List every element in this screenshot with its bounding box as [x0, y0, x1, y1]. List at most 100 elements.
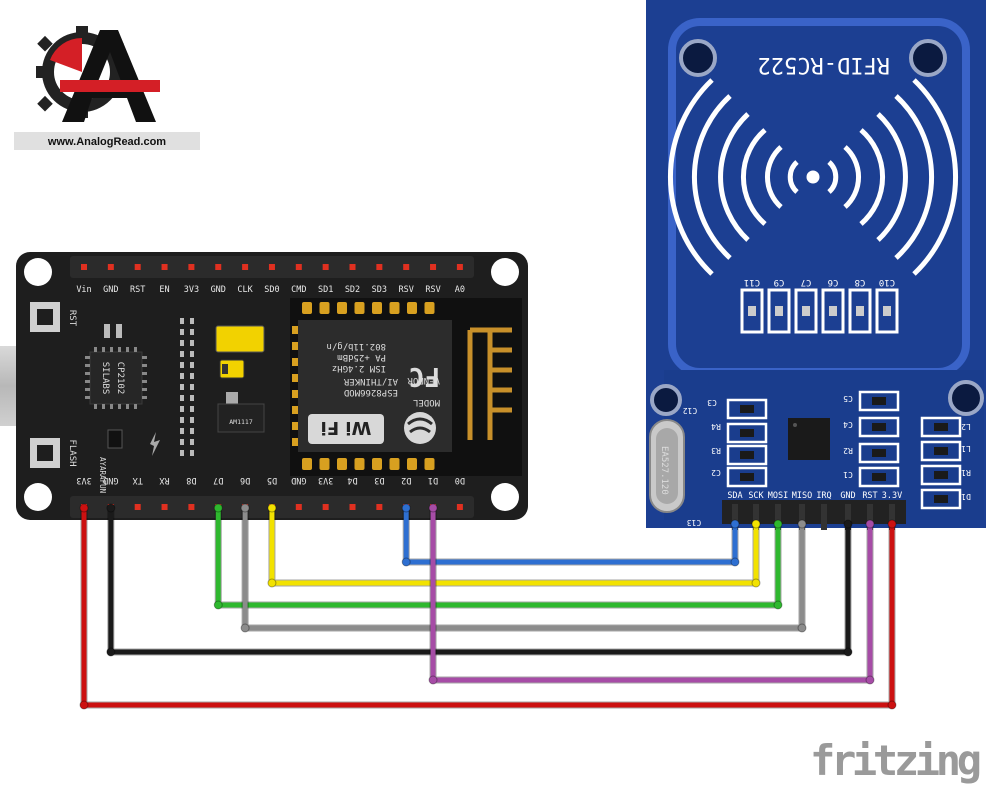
wire-bend-point[interactable] — [401, 557, 411, 567]
rfid-cap — [875, 288, 899, 334]
header-pin[interactable] — [242, 264, 249, 270]
rfid-part-label: R3 — [711, 446, 721, 455]
rfid-wave-icon — [668, 78, 958, 276]
header-pin[interactable] — [134, 504, 141, 510]
header-pin[interactable] — [188, 504, 195, 510]
wire-bend-point[interactable] — [773, 600, 783, 610]
wire-bend-point[interactable] — [797, 519, 807, 529]
wire-bend-point[interactable] — [79, 700, 89, 710]
wire-bend-point[interactable] — [887, 700, 897, 710]
smd-component — [726, 444, 768, 466]
bottom-pin-label: D5 — [267, 475, 277, 485]
wire-bend-point[interactable] — [865, 675, 875, 685]
wire-bend-point[interactable] — [887, 519, 897, 529]
wire-bend-point[interactable] — [843, 519, 853, 529]
wire-bend-point[interactable] — [751, 519, 761, 529]
header-pin[interactable] — [376, 504, 383, 510]
rfid-header-pin[interactable] — [732, 504, 738, 530]
rfid-header-pin[interactable] — [845, 504, 851, 530]
wire-bend-point[interactable] — [428, 503, 438, 513]
wire-bend-point[interactable] — [773, 519, 783, 529]
header-pin[interactable] — [376, 264, 383, 270]
rfid-cap — [848, 288, 872, 334]
rfid-part-label: D1 — [961, 492, 971, 501]
top-pin-label: Vin — [76, 285, 91, 295]
module-pad — [389, 302, 400, 314]
crystal-label: EA527.120 — [659, 446, 669, 495]
header-pin[interactable] — [215, 264, 222, 270]
wire-bend-point[interactable] — [428, 675, 438, 685]
rfid-part-label: C13 — [687, 518, 702, 527]
rfid-part-label: C4 — [843, 420, 853, 429]
rfid-pin-label: 3.3V — [882, 491, 902, 501]
wire-bend-point[interactable] — [240, 623, 250, 633]
flash-button[interactable] — [30, 438, 60, 468]
antenna-trace — [467, 327, 512, 440]
rfid-header-pin[interactable] — [867, 504, 873, 530]
wire-d2-to-sda — [403, 508, 738, 565]
rfid-header-pin[interactable] — [799, 504, 805, 530]
header-pin[interactable] — [456, 264, 463, 270]
top-pin-label: SD3 — [372, 285, 387, 295]
header-pin[interactable] — [349, 264, 356, 270]
fc-mark: FC — [409, 361, 440, 391]
wire-bend-point[interactable] — [401, 503, 411, 513]
wire-bend-point[interactable] — [240, 503, 250, 513]
header-pin[interactable] — [268, 264, 275, 270]
module-pad — [407, 302, 417, 314]
voltage-regulator: AM1117 — [217, 392, 265, 433]
header-pin[interactable] — [295, 264, 302, 270]
wire-bend-point[interactable] — [267, 503, 277, 513]
rst-button[interactable] — [30, 302, 60, 332]
rfid-header-pin[interactable] — [821, 504, 827, 530]
rfid-header-pin[interactable] — [753, 504, 759, 530]
header-pin[interactable] — [403, 264, 410, 270]
header-pin[interactable] — [349, 504, 356, 510]
header-pin[interactable] — [295, 504, 302, 510]
wire-d7-to-mosi — [215, 508, 781, 608]
header-pin[interactable] — [134, 264, 141, 270]
module-text-4: ISM 2.4GHz — [332, 363, 386, 373]
wifi-text: Wi Fi — [321, 417, 372, 438]
wire-bend-point[interactable] — [267, 578, 277, 588]
wire-bend-point[interactable] — [865, 519, 875, 529]
smd-component — [726, 398, 768, 420]
rfid-cap — [740, 288, 764, 334]
module-pad — [337, 302, 347, 314]
top-pin-label: A0 — [455, 285, 465, 295]
header-pin[interactable] — [161, 504, 168, 510]
rfid-header-pin[interactable] — [775, 504, 781, 530]
header-pin[interactable] — [322, 264, 329, 270]
brand-label: AYARAFUN — [98, 457, 107, 493]
header-pin[interactable] — [430, 264, 437, 270]
top-pin-label: GND — [211, 285, 226, 295]
module-pad — [372, 302, 382, 314]
wire-bend-point[interactable] — [730, 519, 740, 529]
wire-bend-point[interactable] — [106, 647, 116, 657]
header-pin[interactable] — [161, 264, 168, 270]
wire-bend-point[interactable] — [79, 503, 89, 513]
wire-bend-point[interactable] — [843, 647, 853, 657]
header-pin[interactable] — [322, 504, 329, 510]
rfid-part-label: R1 — [961, 468, 971, 477]
rfid-header-pin[interactable] — [889, 504, 895, 530]
mount-hole — [909, 39, 947, 77]
wire-bend-point[interactable] — [106, 503, 116, 513]
wire-bend-point[interactable] — [213, 600, 223, 610]
wires — [79, 503, 897, 710]
wire-bend-point[interactable] — [797, 623, 807, 633]
wire-bend-point[interactable] — [213, 503, 223, 513]
rfid-part-label: C3 — [707, 398, 717, 407]
header-pin[interactable] — [81, 264, 87, 270]
header-pin[interactable] — [188, 264, 195, 270]
mount-hole — [650, 384, 682, 416]
rfid-part-label: L1 — [961, 444, 971, 453]
module-text-1: ESP8266MOD — [344, 387, 398, 397]
wire-bend-point[interactable] — [730, 557, 740, 567]
top-pin-label: SD1 — [318, 285, 333, 295]
header-pin[interactable] — [107, 264, 114, 270]
header-pin[interactable] — [456, 504, 463, 510]
smd-component — [858, 442, 900, 464]
wire-bend-point[interactable] — [751, 578, 761, 588]
smd-component — [920, 464, 962, 486]
